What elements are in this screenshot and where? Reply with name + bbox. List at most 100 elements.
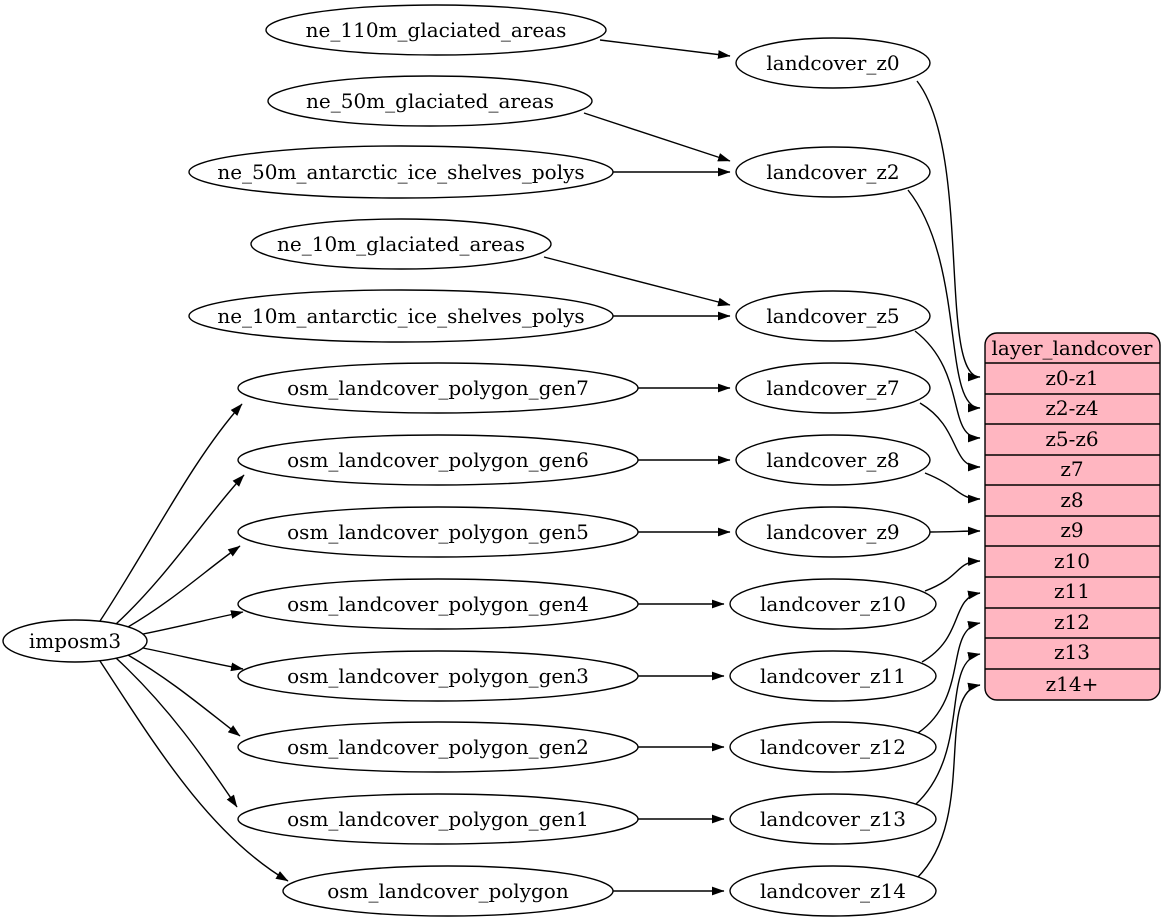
node-landcover-z8: landcover_z8 <box>735 434 931 486</box>
node-ellipse <box>735 362 931 414</box>
node-osm-landcover-polygon-gen2: osm_landcover_polygon_gen2 <box>237 721 639 773</box>
edge-z8-to-row-z8 <box>924 472 981 504</box>
node-label: ne_50m_antarctic_ice_shelves_polys <box>217 160 584 184</box>
edge-imposm3-to-polygon <box>99 660 289 882</box>
node-label: landcover_z0 <box>766 51 899 75</box>
table-title: layer_landcover <box>992 336 1153 360</box>
node-ellipse <box>729 865 937 917</box>
node-ellipse <box>267 75 593 127</box>
node-ellipse <box>729 793 937 845</box>
node-ellipse <box>735 506 931 558</box>
node-ne-10m-antarctic-ice-shelves-polys: ne_10m_antarctic_ice_shelves_polys <box>188 289 614 343</box>
node-osm-landcover-polygon: osm_landcover_polygon <box>282 865 614 917</box>
edge-z5-to-row-z5-z6 <box>914 330 981 443</box>
node-ellipse <box>282 865 614 917</box>
table-row-label: z13 <box>1054 640 1090 664</box>
node-ellipse <box>237 506 639 558</box>
node-label: osm_landcover_polygon_gen4 <box>287 592 589 616</box>
node-osm-landcover-polygon-gen1: osm_landcover_polygon_gen1 <box>237 793 639 845</box>
edge-z7-to-row-z7 <box>919 402 981 472</box>
edge-imposm3-to-gen5 <box>127 545 241 628</box>
node-label: imposm3 <box>29 629 121 653</box>
node-landcover-z14: landcover_z14 <box>729 865 937 917</box>
table-row-label: z5-z6 <box>1045 427 1098 451</box>
node-label: osm_landcover_polygon_gen3 <box>287 664 589 688</box>
node-ellipse <box>735 290 931 342</box>
edge-ne10m-glac-to-z5 <box>543 256 731 307</box>
table-row-label: z2-z4 <box>1045 396 1098 420</box>
node-osm-landcover-polygon-gen3: osm_landcover_polygon_gen3 <box>237 650 639 702</box>
node-ellipse <box>265 4 607 56</box>
node-ellipse <box>735 146 931 198</box>
node-label: ne_10m_antarctic_ice_shelves_polys <box>217 304 584 328</box>
node-ellipse <box>250 218 552 270</box>
node-label: landcover_z5 <box>766 304 899 328</box>
node-label: ne_50m_glaciated_areas <box>306 89 554 113</box>
node-imposm3: imposm3 <box>2 619 148 663</box>
table-row-label: z14+ <box>1046 672 1099 696</box>
node-label: landcover_z14 <box>760 879 906 903</box>
edge-imposm3-to-gen7 <box>99 403 243 622</box>
node-ne-110m-glaciated-areas: ne_110m_glaciated_areas <box>265 4 607 56</box>
node-landcover-z12: landcover_z12 <box>729 721 937 773</box>
node-ne-50m-glaciated-areas: ne_50m_glaciated_areas <box>267 75 593 127</box>
node-landcover-z10: landcover_z10 <box>729 578 937 630</box>
node-label: osm_landcover_polygon_gen5 <box>287 520 589 544</box>
node-label: ne_110m_glaciated_areas <box>306 18 567 42</box>
node-landcover-z2: landcover_z2 <box>735 146 931 198</box>
table-row-label: z12 <box>1054 610 1090 634</box>
node-osm-landcover-polygon-gen5: osm_landcover_polygon_gen5 <box>237 506 639 558</box>
node-ellipse <box>735 37 931 89</box>
node-label: landcover_z13 <box>760 807 906 831</box>
node-ellipse <box>237 434 639 486</box>
node-ellipse <box>237 721 639 773</box>
edge-ne50m-glac-to-z2 <box>583 112 731 162</box>
node-label: landcover_z12 <box>760 735 906 759</box>
node-ne-10m-glaciated-areas: ne_10m_glaciated_areas <box>250 218 552 270</box>
node-label: ne_10m_glaciated_areas <box>277 232 525 256</box>
node-ellipse <box>2 619 148 663</box>
edge-layer <box>99 39 981 896</box>
node-landcover-z7: landcover_z7 <box>735 362 931 414</box>
edge-z10-to-row-z10 <box>924 557 981 592</box>
edge-z12-to-row-z12 <box>917 620 981 734</box>
node-osm-landcover-polygon-gen7: osm_landcover_polygon_gen7 <box>237 362 639 414</box>
table-row-label: z8 <box>1060 488 1083 512</box>
node-ellipse <box>735 434 931 486</box>
node-label: landcover_z11 <box>760 664 906 688</box>
node-landcover-z9: landcover_z9 <box>735 506 931 558</box>
node-osm-landcover-polygon-gen6: osm_landcover_polygon_gen6 <box>237 434 639 486</box>
table-row-label: z9 <box>1060 518 1083 542</box>
node-label: osm_landcover_polygon_gen7 <box>287 376 589 400</box>
edge-imposm3-to-gen4 <box>142 610 244 635</box>
node-osm-landcover-polygon-gen4: osm_landcover_polygon_gen4 <box>237 578 639 630</box>
edge-imposm3-to-gen3 <box>142 647 244 672</box>
node-ellipse <box>237 362 639 414</box>
table-row-label: z11 <box>1054 579 1090 603</box>
node-label: osm_landcover_polygon_gen6 <box>287 448 589 472</box>
edge-imposm3-to-gen1 <box>115 657 238 808</box>
node-label: landcover_z10 <box>760 592 906 616</box>
edge-z13-to-row-z13 <box>914 652 981 806</box>
node-landcover-z0: landcover_z0 <box>735 37 931 89</box>
table-row-label: z10 <box>1054 549 1090 573</box>
node-ellipse <box>729 578 937 630</box>
node-landcover-z11: landcover_z11 <box>729 650 937 702</box>
table-layer-landcover: layer_landcover z0-z1 z2-z4 z5-z6 z7 z8 … <box>984 332 1161 701</box>
node-landcover-z13: landcover_z13 <box>729 793 937 845</box>
node-label: osm_landcover_polygon <box>327 879 569 903</box>
node-label: landcover_z2 <box>766 160 899 184</box>
edge-imposm3-to-gen2 <box>127 654 241 737</box>
node-label: landcover_z9 <box>766 520 899 544</box>
node-landcover-z5: landcover_z5 <box>735 290 931 342</box>
node-ellipse <box>237 650 639 702</box>
node-ellipse <box>188 289 614 343</box>
node-ellipse <box>188 145 614 199</box>
node-ellipse <box>729 650 937 702</box>
node-ellipse <box>729 721 937 773</box>
edge-z14-to-row-z14plus <box>916 682 981 879</box>
node-label: osm_landcover_polygon_gen2 <box>287 735 589 759</box>
edge-z9-to-row-z9 <box>929 526 981 536</box>
